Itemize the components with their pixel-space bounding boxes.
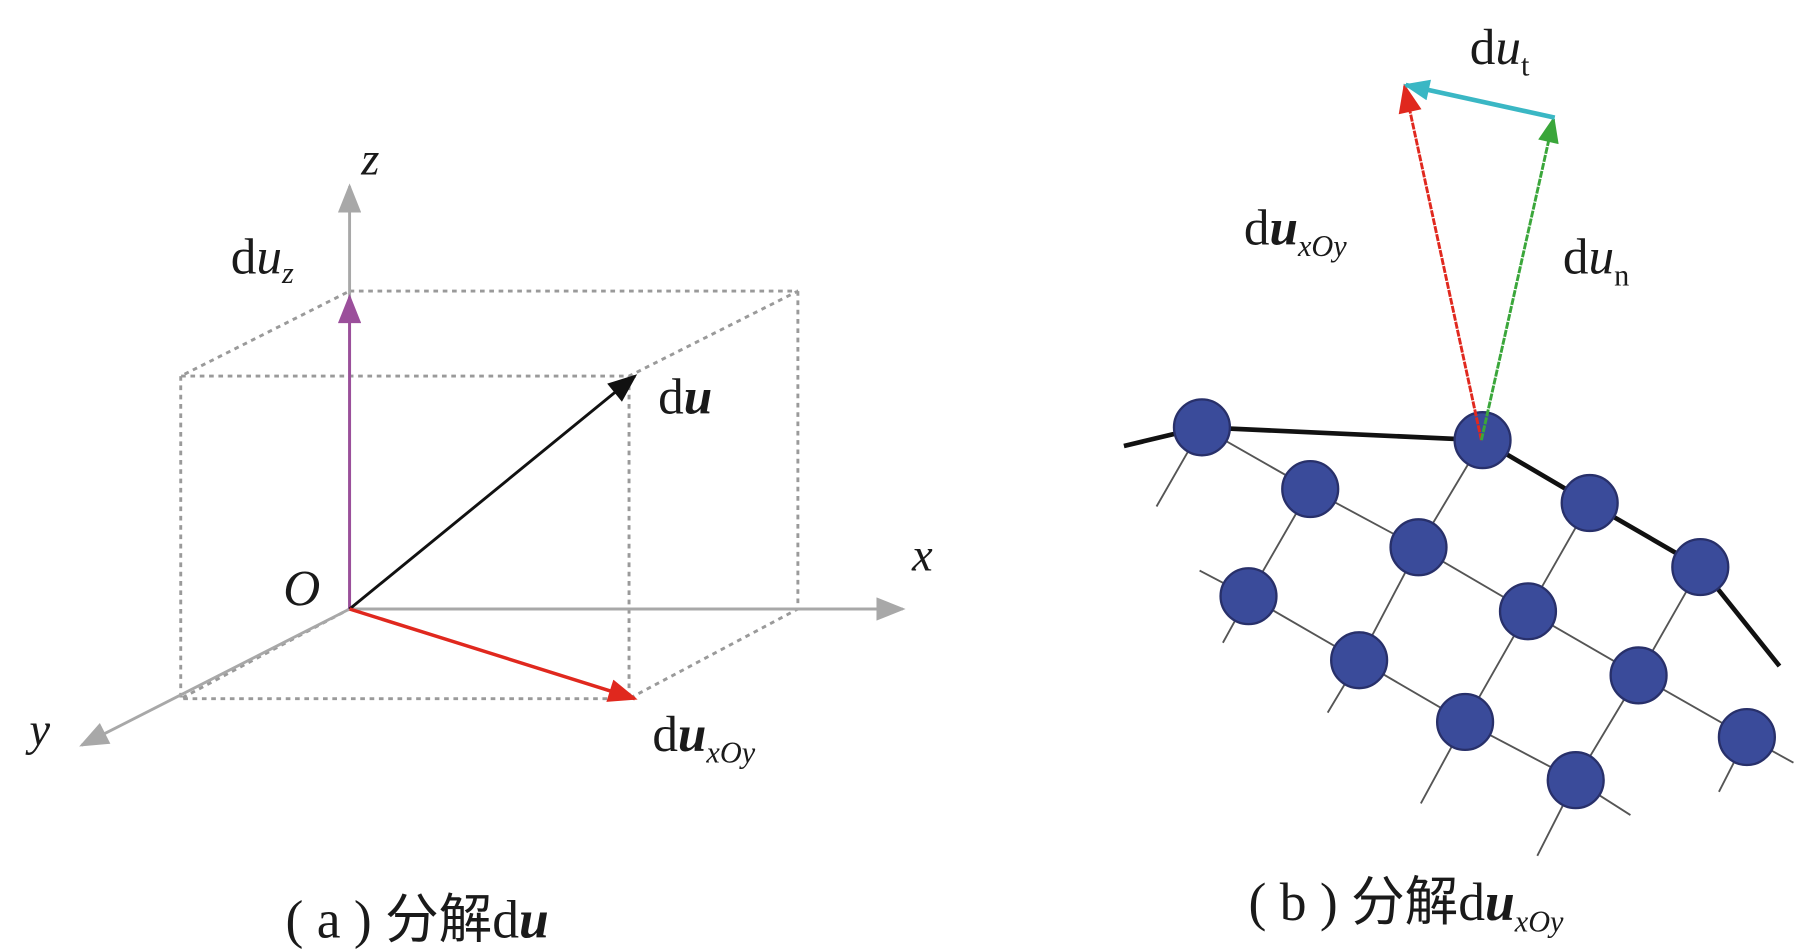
du-arrow [348, 374, 638, 611]
node [1172, 398, 1232, 457]
du-label: du [658, 368, 712, 425]
node [1389, 518, 1448, 577]
du-xoy-label: duxOy [652, 706, 755, 770]
caption-a: ( a ) 分解du [286, 889, 549, 949]
node [1609, 646, 1668, 705]
x-axis-label: x [911, 531, 933, 582]
du-n-label: dun [1563, 229, 1629, 293]
node [1717, 707, 1776, 767]
z-axis-label: z [360, 135, 379, 186]
du-xoy-arrow-b [1398, 83, 1483, 441]
du-t-arrow [1403, 79, 1556, 120]
panel-a: z x y O duz du duxOy ( a ) 分解du [25, 135, 933, 949]
origin-label: O [283, 560, 320, 617]
node [1671, 537, 1730, 597]
node [1546, 751, 1605, 810]
lattice-nodes [1172, 398, 1776, 810]
lattice-lines [1155, 426, 1794, 857]
node [1219, 567, 1278, 626]
caption-b: ( b ) 分解duxOy [1249, 872, 1565, 939]
du-z-label: duz [231, 229, 294, 290]
du-xoy-label-b: duxOy [1244, 200, 1347, 264]
node [1560, 473, 1619, 533]
node [1498, 582, 1558, 641]
du-t-label: dut [1470, 19, 1530, 83]
node [1435, 692, 1495, 752]
node [1281, 459, 1340, 519]
du-xoy-arrow [349, 607, 638, 702]
node [1330, 631, 1389, 690]
y-axis [79, 607, 351, 747]
panel-b: dut duxOy dun ( b ) 分解duxOy [1123, 19, 1794, 939]
y-axis-label: y [25, 705, 50, 756]
du-n-arrow [1479, 116, 1559, 441]
